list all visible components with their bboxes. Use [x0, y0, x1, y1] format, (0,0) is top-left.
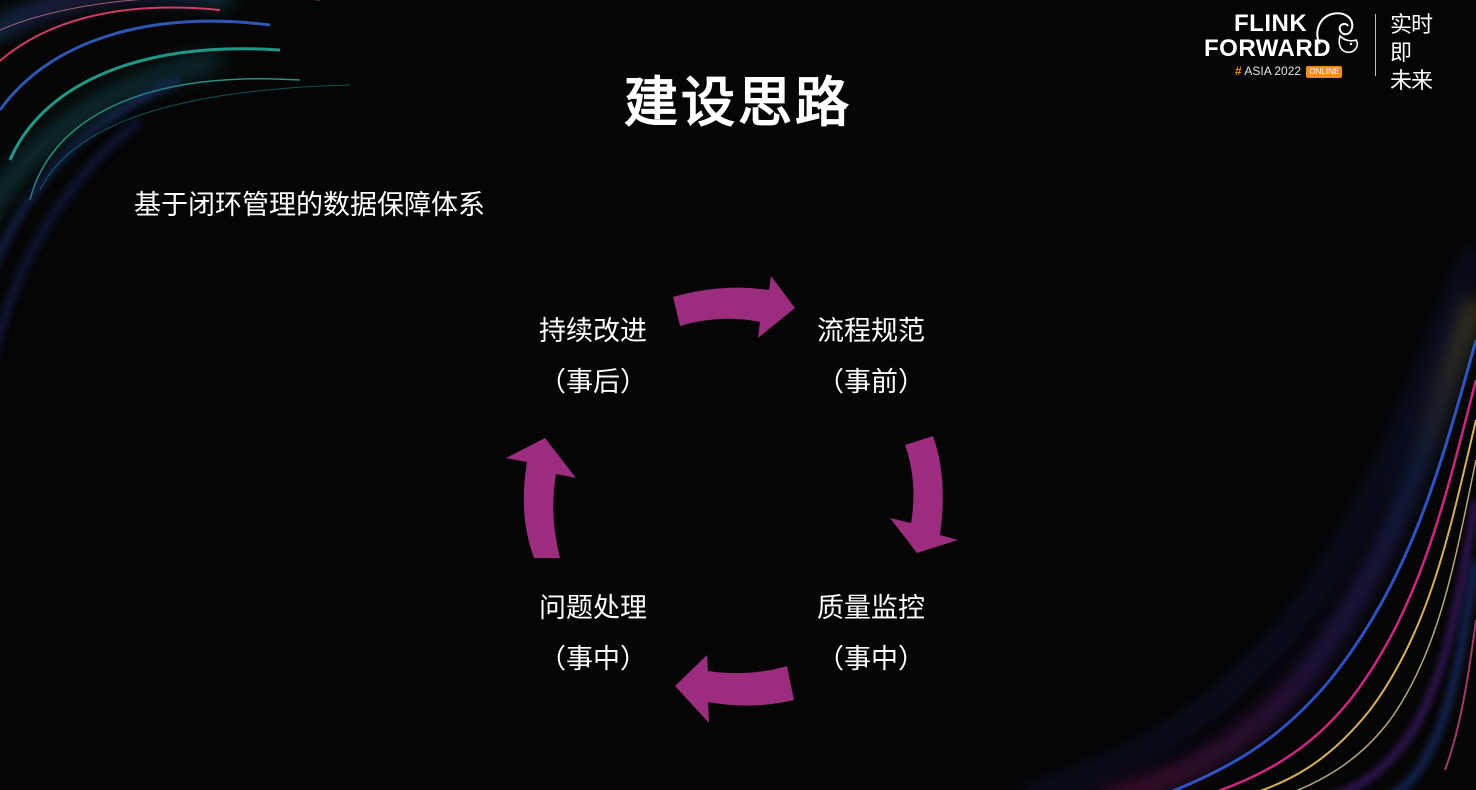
cycle-step-process-spec: 流程规范 （事前） — [771, 315, 971, 400]
cycle-step-issue-handling: 问题处理 （事中） — [493, 592, 693, 677]
logo-line-1: FLINK — [1234, 10, 1308, 37]
cycle-step-quality-monitoring: 质量监控 （事中） — [771, 592, 971, 677]
logo-slogan: 实时即 未来 — [1390, 12, 1434, 96]
arrow-bottom-icon — [675, 655, 794, 723]
cycle-step-phase: （事前） — [817, 367, 925, 398]
arrow-right-icon — [890, 436, 958, 553]
top-left-swirl — [0, 0, 351, 347]
arrow-top-icon — [673, 276, 795, 338]
slide-subtitle: 基于闭环管理的数据保障体系 — [134, 190, 485, 221]
cycle-step-phase: （事后） — [539, 367, 647, 398]
logo-slogan-line-1: 实时即 — [1390, 13, 1433, 66]
cycle-step-phase: （事中） — [817, 644, 925, 675]
slide-title: 建设思路 — [624, 71, 852, 134]
logo-slogan-line-2: 未来 — [1390, 69, 1433, 94]
logo-hash: # — [1235, 64, 1242, 78]
cycle-step-label: 质量监控 — [817, 593, 925, 624]
flink-forward-logo: FLINK FORWARD # ASIA 2022 ONLINE 实时即 未来 — [1200, 6, 1450, 95]
arrow-left-icon — [506, 438, 576, 558]
cycle-step-continuous-improvement: 持续改进 （事后） — [493, 315, 693, 400]
cycle-step-label: 流程规范 — [817, 316, 925, 347]
bottom-right-swirl — [1035, 248, 1476, 790]
logo-line-2: FORWARD — [1204, 35, 1332, 62]
cycle-step-label: 问题处理 — [539, 593, 647, 624]
squirrel-icon — [1316, 12, 1359, 54]
cycle-step-phase: （事中） — [539, 644, 647, 675]
logo-event-name: ASIA 2022 — [1244, 64, 1302, 78]
logo-divider — [1375, 14, 1376, 76]
logo-online-badge: ONLINE — [1306, 66, 1343, 78]
logo-event-line: # ASIA 2022 ONLINE — [1235, 64, 1343, 78]
cycle-step-label: 持续改进 — [539, 316, 647, 347]
